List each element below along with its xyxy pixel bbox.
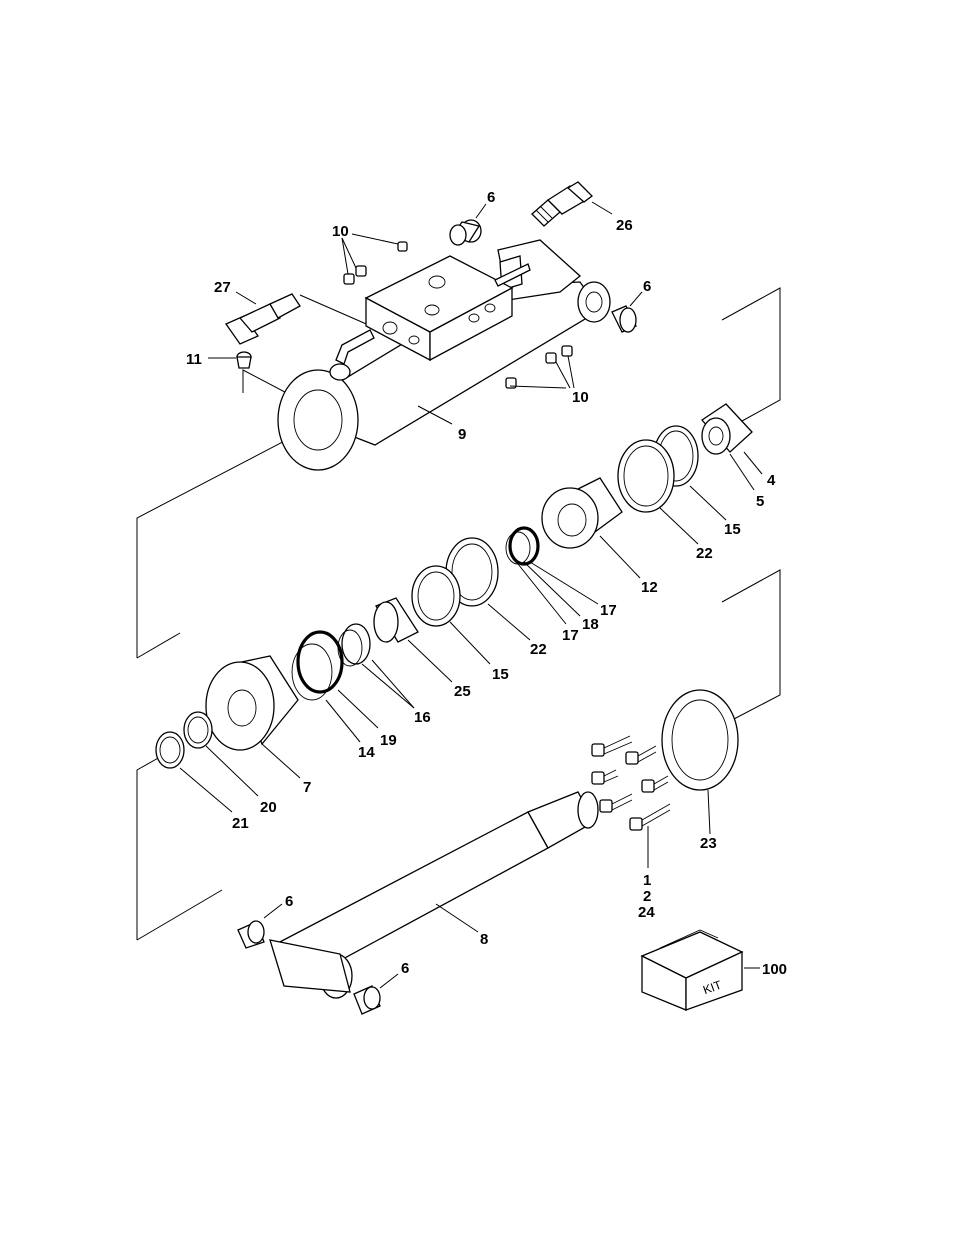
callout-2: 2 [643,888,651,905]
callout-14: 14 [358,744,375,761]
callout-10-bottom: 10 [572,389,589,406]
part-6-bushing-lower-right [354,986,380,1014]
callout-7: 7 [303,779,311,796]
part-26-hydraulic-fitting [532,182,592,226]
callout-15-mid: 15 [492,666,509,683]
callout-12: 12 [641,579,658,596]
callout-24: 24 [638,904,655,921]
callout-6-lower: 6 [401,960,409,977]
callout-8: 8 [480,931,488,948]
callout-18: 18 [582,616,599,633]
part-100-kit-box: KIT [642,930,742,1010]
callout-11: 11 [186,351,202,368]
callout-15-right: 15 [724,521,741,538]
callout-26: 26 [616,217,633,234]
part-12-piston [542,478,622,548]
part-17-18-seal-rings [506,528,538,564]
callout-22-right: 22 [696,545,713,562]
part-15-wear-ring-mid [412,566,460,626]
part-6-bushing-lower-left [238,921,264,948]
part-22-seal-right [618,440,674,512]
callout-6-right: 6 [643,278,651,295]
callout-17-b: 17 [562,627,579,644]
part-6-bushing-top [450,220,481,245]
callout-22-mid: 22 [530,641,547,658]
callout-1: 1 [643,872,651,889]
callout-4: 4 [767,472,776,489]
callout-16: 16 [414,709,431,726]
part-7-gland-head [206,656,298,750]
callout-10-top: 10 [332,223,349,240]
part-23-gasket [662,690,738,790]
callout-19: 19 [380,732,397,749]
part-25-spacer [374,598,418,642]
callout-100: 100 [762,961,787,978]
callout-20: 20 [260,799,277,816]
part-14-19-o-ring [292,632,342,700]
callout-17-a: 17 [600,602,617,619]
part-4-nut [702,404,752,454]
part-6-bushing-right [612,306,636,332]
part-8-piston-rod [270,792,598,998]
callout-25: 25 [454,683,471,700]
callout-21: 21 [232,815,249,832]
callout-6-top: 6 [487,189,495,206]
callout-5: 5 [756,493,764,510]
part-21-retainer [156,732,184,768]
callout-27: 27 [214,279,231,296]
callout-6-lower-left: 6 [285,893,293,910]
part-11-plug [237,352,251,368]
callout-23: 23 [700,835,717,852]
part-9-cylinder-barrel [278,240,610,470]
part-1-2-24-capscrews [592,736,670,830]
part-27-fitting [226,294,300,344]
callout-9: 9 [458,426,466,443]
part-20-wiper-seal [184,712,212,748]
